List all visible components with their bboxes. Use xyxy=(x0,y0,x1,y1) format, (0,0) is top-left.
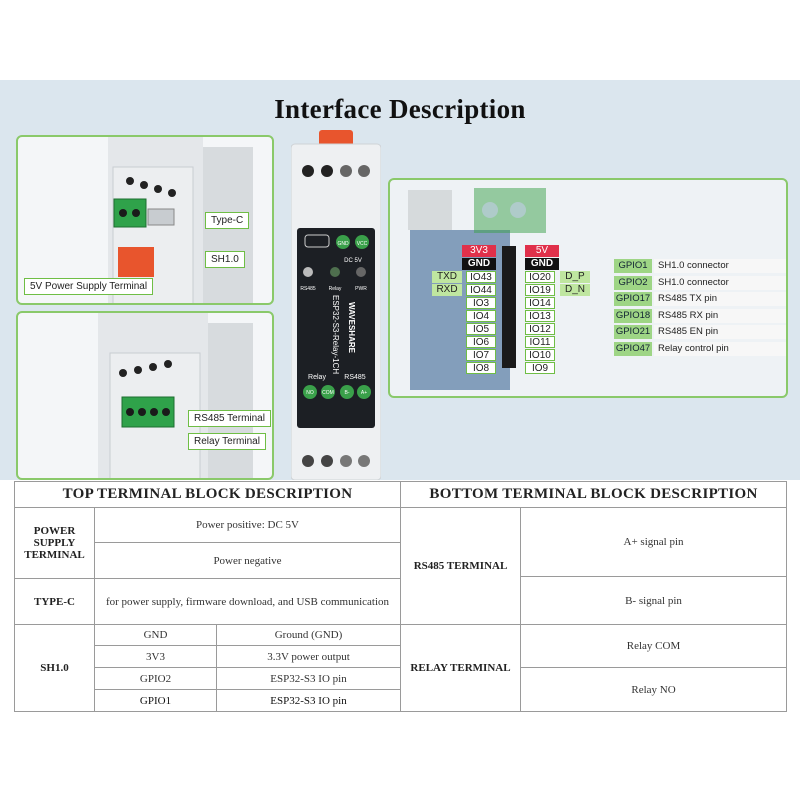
sh1-pin: GND xyxy=(94,624,217,646)
callout-rs485-terminal: RS485 Terminal xyxy=(188,410,271,427)
rs485-terminal-label: RS485 TERMINAL xyxy=(400,507,521,625)
gpio-desc: RS485 EN pin xyxy=(654,325,786,339)
pin-right-signal: D_N xyxy=(560,284,590,296)
pin-left-signal: RXD xyxy=(432,284,462,296)
device-model-label: ESP32-S3-Relay-1CH xyxy=(331,295,340,374)
top-terminal-table: TOP TERMINAL BLOCK DESCRIPTION POWER SUP… xyxy=(14,481,401,712)
sh1-pin: 3V3 xyxy=(94,645,217,668)
typec-label: TYPE-C xyxy=(14,578,95,625)
device-bminus-label: B- xyxy=(345,390,350,396)
relay-no-desc: Relay NO xyxy=(519,667,788,712)
callout-type-c: Type-C xyxy=(205,212,250,229)
sh1-desc: 3.3V power output xyxy=(216,645,401,668)
device-com-label: COM xyxy=(322,390,334,396)
pin-left-io: IO3 xyxy=(466,297,496,309)
device-pwr-led-label: PWR xyxy=(355,286,367,292)
sh1-desc: ESP32-S3 IO pin xyxy=(216,667,401,690)
gpio-desc: RS485 RX pin xyxy=(654,308,786,323)
sh1-desc: Ground (GND) xyxy=(216,624,401,646)
relay-terminal-label: RELAY TERMINAL xyxy=(400,624,521,712)
gpio-badge: GPIO21 xyxy=(614,325,652,339)
gpio-badge: GPIO17 xyxy=(614,292,652,306)
pin-header-5v: 5V xyxy=(525,245,559,257)
power-terminal-label: POWER SUPPLY TERMINAL xyxy=(14,507,95,579)
device-illustration: GND VCC DC 5V RS485 Relay PWR ESP32-S3-R… xyxy=(290,130,382,481)
pin-left-io: IO6 xyxy=(466,336,496,348)
pin-right-io: IO20 xyxy=(525,271,555,283)
pin-left-io: IO4 xyxy=(466,310,496,322)
pin-right-signal: D_P xyxy=(560,271,590,283)
device-aplus-label: A+ xyxy=(361,390,367,396)
gpio-badge: GPIO47 xyxy=(614,341,652,356)
pin-right-io: IO19 xyxy=(525,284,555,296)
pin-left-io: IO44 xyxy=(466,284,496,296)
pin-header-3v3: 3V3 xyxy=(462,245,496,257)
pin-left-gnd: GND xyxy=(462,258,496,270)
device-dc5v-label: DC 5V xyxy=(344,258,362,264)
b-minus-desc: B- signal pin xyxy=(519,576,788,625)
pin-right-io: IO9 xyxy=(525,362,555,374)
pin-left-io: IO7 xyxy=(466,349,496,361)
typec-desc: for power supply, firmware download, and… xyxy=(94,578,401,625)
device-vcc-label: VCC xyxy=(357,241,368,247)
device-no-label: NO xyxy=(306,390,314,396)
sh1-desc: ESP32-S3 IO pin xyxy=(216,689,401,712)
sh1-label: SH1.0 xyxy=(14,624,95,712)
pin-right-gnd: GND xyxy=(525,258,559,270)
bottom-terminal-illustration xyxy=(98,313,253,478)
sh1-pin: GPIO1 xyxy=(94,689,217,712)
pin-right-io: IO13 xyxy=(525,310,555,322)
callout-sh1: SH1.0 xyxy=(205,251,245,268)
pin-left-signal: TXD xyxy=(432,271,462,283)
a-plus-desc: A+ signal pin xyxy=(519,507,788,577)
gpio-badge: GPIO1 xyxy=(614,259,652,273)
pin-left-io: IO43 xyxy=(466,271,496,283)
callout-relay-terminal: Relay Terminal xyxy=(188,433,266,450)
pin-right-io: IO12 xyxy=(525,323,555,335)
gpio-badge: GPIO18 xyxy=(614,308,652,323)
device-brand-label: WAVESHARE xyxy=(347,302,356,354)
relay-com-desc: Relay COM xyxy=(519,624,788,668)
pin-left-io: IO5 xyxy=(466,323,496,335)
pin-right-io: IO11 xyxy=(525,336,555,348)
bottom-terminal-table: BOTTOM TERMINAL BLOCK DESCRIPTION RS485 … xyxy=(399,481,788,712)
relay-device: GND VCC DC 5V RS485 Relay PWR ESP32-S3-R… xyxy=(290,130,382,481)
device-relay-led-label: Relay xyxy=(329,286,342,292)
sh1-pin: GPIO2 xyxy=(94,667,217,690)
gpio-desc: Relay control pin xyxy=(654,341,786,356)
pin-left-io: IO8 xyxy=(466,362,496,374)
device-rs485-section-label: RS485 xyxy=(344,374,366,381)
device-relay-section-label: Relay xyxy=(308,374,326,381)
top-table-heading: TOP TERMINAL BLOCK DESCRIPTION xyxy=(14,481,401,508)
gpio-desc: SH1.0 connector xyxy=(654,275,786,290)
power-negative-desc: Power negative xyxy=(94,542,401,579)
page-title: Interface Description xyxy=(274,94,526,124)
power-positive-desc: Power positive: DC 5V xyxy=(94,507,401,543)
callout-power-terminal: 5V Power Supply Terminal xyxy=(24,278,154,295)
gpio-desc: SH1.0 connector xyxy=(654,259,786,273)
bottom-terminal-photo xyxy=(16,311,274,480)
gpio-badge: GPIO2 xyxy=(614,275,652,290)
device-rs485-led-label: RS485 xyxy=(300,286,316,292)
bottom-table-heading: BOTTOM TERMINAL BLOCK DESCRIPTION xyxy=(399,481,788,508)
pin-right-io: IO10 xyxy=(525,349,555,361)
pin-right-io: IO14 xyxy=(525,297,555,309)
device-gnd-label: GND xyxy=(337,241,349,247)
gpio-desc: RS485 TX pin xyxy=(654,292,786,306)
